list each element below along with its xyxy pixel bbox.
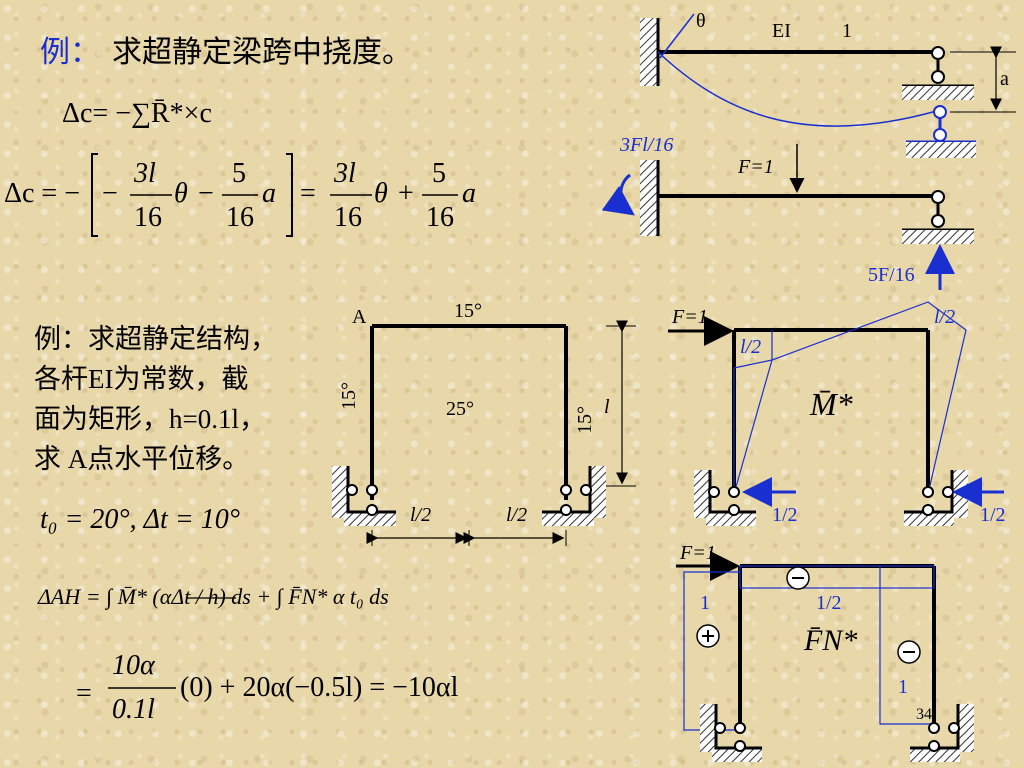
n-bar-label: F̄N* <box>804 624 858 657</box>
beam-deflected <box>640 13 1016 158</box>
temp-top: 15° <box>454 300 482 322</box>
f3-den: 16 <box>334 202 362 233</box>
span-left: l/2 <box>410 504 432 526</box>
beam-one: 1 <box>842 20 852 42</box>
example-label-1: 例： <box>40 36 100 69</box>
m-reaction-left: 1/2 <box>772 504 798 526</box>
f2-num: 5 <box>232 158 246 189</box>
beam-ei: EI <box>772 20 791 42</box>
frame-temperature <box>332 320 636 546</box>
delta-ah-formula: ΔAH = ∫ M̄* (αΔt / h) ds + ∫ F̄N* α t₀ d… <box>38 584 389 609</box>
beam-force: F=1 <box>738 156 774 178</box>
theta-1: θ <box>174 178 188 209</box>
beam-a: a <box>1000 68 1009 90</box>
eq1: Δc= −∑R̄*×c <box>62 98 212 129</box>
m-l2-top: l/2 <box>934 306 956 328</box>
result-eq-sign: = <box>76 678 92 709</box>
f3-num: 3l <box>334 158 356 189</box>
beam-unit-load <box>601 144 974 290</box>
eq2-minus: − <box>102 178 118 209</box>
eq2-brackets <box>91 153 458 689</box>
reaction-5f16: 5F/16 <box>868 264 915 286</box>
n-force: F=1 <box>680 542 716 564</box>
problem2-line4: 求 A点水平位移。 <box>34 444 250 474</box>
result-rest: (0) + 20α(−0.5l) = −10αl <box>180 672 459 703</box>
a-1: a <box>262 178 276 209</box>
n-left-val: 1 <box>700 592 710 614</box>
span-right: l/2 <box>506 504 528 526</box>
temp-left: 15° <box>338 382 360 410</box>
page-number: 34 <box>916 706 932 723</box>
temp-inside: 25° <box>446 398 474 420</box>
m-reaction-right: 1/2 <box>980 504 1006 526</box>
result-num: 10α <box>112 650 155 681</box>
m-bar-label: M̄* <box>810 386 853 422</box>
f4-den: 16 <box>426 202 454 233</box>
moment-3fl16: 3Fl/16 <box>620 134 674 156</box>
eq2-equals: = <box>300 178 316 209</box>
f4-num: 5 <box>432 158 446 189</box>
n-top-val: 1/2 <box>816 592 842 614</box>
f1-den: 16 <box>134 202 162 233</box>
problem2-line1: 例：求超静定结构， <box>34 324 277 354</box>
result-den: 0.1l <box>112 694 155 725</box>
problem2-line3: 面为矩形，h=0.1l， <box>34 404 266 434</box>
eq2-lhs: Δc = − <box>4 178 81 209</box>
minus-2: − <box>198 178 214 209</box>
m-l2-left: l/2 <box>740 336 762 358</box>
temp-right: 15° <box>574 406 596 434</box>
n-bar-diagram <box>676 551 974 762</box>
m-force: F=1 <box>672 306 708 328</box>
f1-num: 3l <box>134 158 156 189</box>
m-bar-diagram <box>668 301 1004 526</box>
beam-theta: θ <box>696 10 706 32</box>
temperature-values: t₀ = 20°, Δt = 10° <box>40 504 240 535</box>
height-l: l <box>604 396 610 418</box>
theta-2: θ <box>374 178 388 209</box>
a-2: a <box>462 178 476 209</box>
f2-den: 16 <box>226 202 254 233</box>
node-a: A <box>352 306 367 328</box>
plus-1: + <box>398 178 414 209</box>
problem1-title: 求超静定梁跨中挠度。 <box>112 36 412 69</box>
n-right-val: 1 <box>898 676 908 698</box>
problem2-line2: 各杆EI为常数，截 <box>34 364 249 394</box>
